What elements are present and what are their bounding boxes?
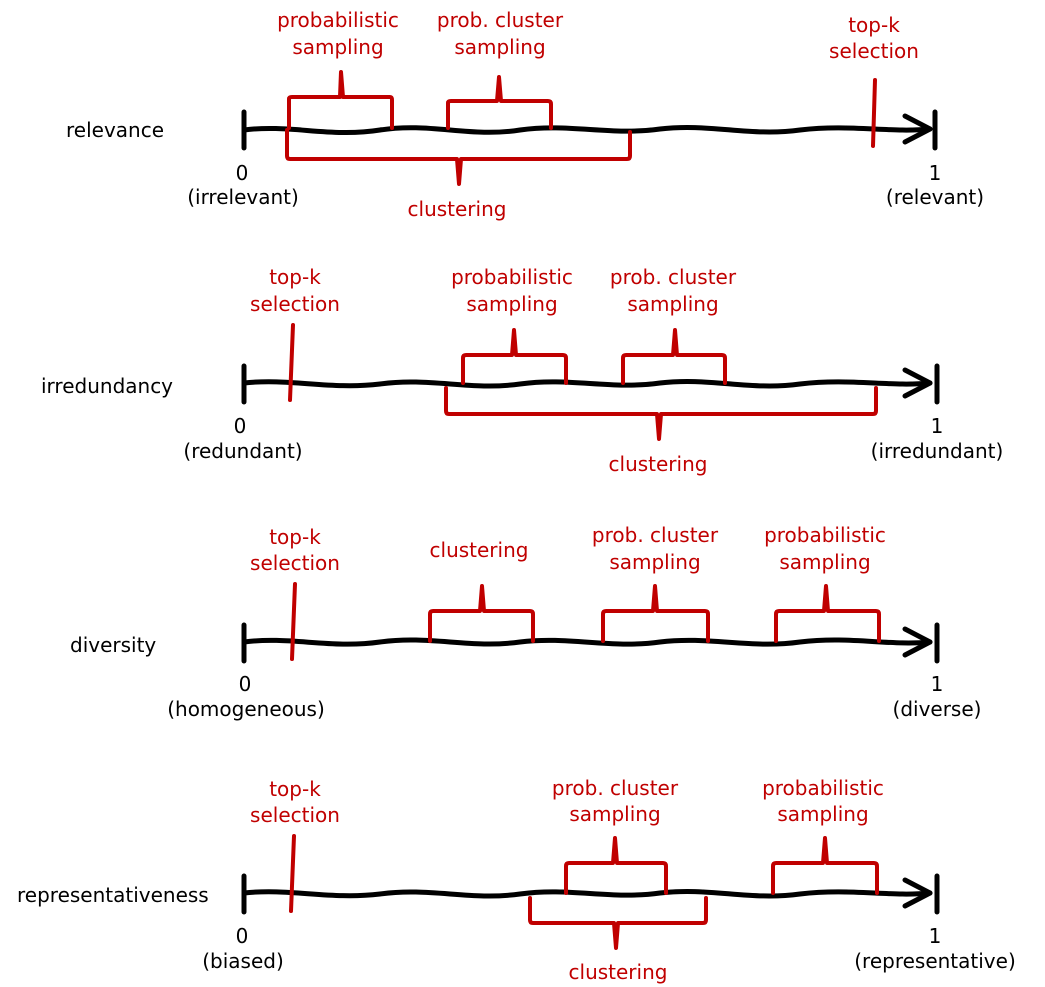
method-label: sampling [777,802,868,826]
axis-zero-label: (homogeneous) [167,697,325,721]
probabilistic-sampling-brace [461,328,568,385]
method-label: probabilistic [764,523,886,547]
method-label: prob. cluster [592,523,719,547]
method-label: top-k [269,777,321,801]
method-label: selection [829,39,919,63]
axis-one: 1 [931,672,944,696]
method-label: sampling [779,550,870,574]
method-label: clustering [569,960,668,984]
method-label: sampling [609,550,700,574]
axis-one: 1 [929,924,942,948]
axis-name: representativeness [17,883,209,907]
probabilistic-sampling-brace [774,584,881,643]
method-label: prob. cluster [552,776,679,800]
top-k-selection-marker [290,582,297,661]
top-k-selection-marker [871,78,877,148]
method-label: clustering [408,197,507,221]
method-label: prob. cluster [610,265,737,289]
method-label: sampling [627,292,718,316]
clustering-brace [285,128,632,186]
prob-cluster-sampling-brace [564,836,668,895]
axis-one: 1 [931,414,944,438]
axis-zero: 0 [234,414,247,438]
method-label: top-k [269,525,321,549]
axis-zero-label: (biased) [202,949,284,973]
method-label: sampling [569,802,660,826]
method-label: sampling [466,292,557,316]
axis-zero-label: (redundant) [183,439,302,463]
method-label: top-k [269,265,321,289]
method-label: top-k [848,13,900,37]
prob-cluster-sampling-brace [601,584,710,643]
method-label: selection [250,551,340,575]
axis-line [241,124,933,136]
method-label: selection [250,803,340,827]
arrowhead-icon [902,626,933,658]
arrowhead-icon [902,367,933,399]
method-label: sampling [454,35,545,59]
axis-line [241,378,933,389]
axis-one-label: (representative) [854,949,1016,973]
axis-zero: 0 [239,672,252,696]
axis-line [241,637,933,647]
method-label: probabilistic [762,776,884,800]
probabilistic-sampling-brace [287,70,394,130]
clustering-brace [444,386,878,441]
axis-one-label: (irredundant) [871,439,1004,463]
method-label: selection [250,292,340,316]
method-label: clustering [609,452,708,476]
axis-one-label: (relevant) [886,185,984,209]
method-label: probabilistic [451,265,573,289]
method-label: sampling [292,35,383,59]
relevance-axis: relevance 0 (irrelevant) 1 (relevant) pr… [66,8,984,221]
axis-zero: 0 [236,161,249,185]
arrowhead-icon [902,113,933,145]
irredundancy-axis: irredundancy 0 (redundant) 1 (irredundan… [41,265,1003,476]
axis-one: 1 [929,161,942,185]
axis-zero-label: (irrelevant) [187,185,299,209]
prob-cluster-sampling-brace [446,75,553,130]
axis-zero: 0 [236,924,249,948]
clustering-brace [428,584,535,643]
representativeness-axis: representativeness 0 (biased) 1 (represe… [17,776,1016,984]
method-label: prob. cluster [437,8,564,32]
arrowhead-icon [902,877,933,909]
clustering-brace [528,896,708,950]
diversity-axis: diversity 0 (homogeneous) 1 (diverse) to… [70,523,981,721]
probabilistic-sampling-brace [771,836,879,895]
axis-name: diversity [70,633,156,657]
axis-name: irredundancy [41,374,173,398]
axis-name: relevance [66,118,164,142]
method-label: clustering [430,538,529,562]
axis-one-label: (diverse) [893,697,982,721]
axis-line [241,888,933,899]
top-k-selection-marker [288,323,295,402]
prob-cluster-sampling-brace [621,328,727,385]
method-label: probabilistic [277,8,399,32]
top-k-selection-marker [289,834,296,913]
